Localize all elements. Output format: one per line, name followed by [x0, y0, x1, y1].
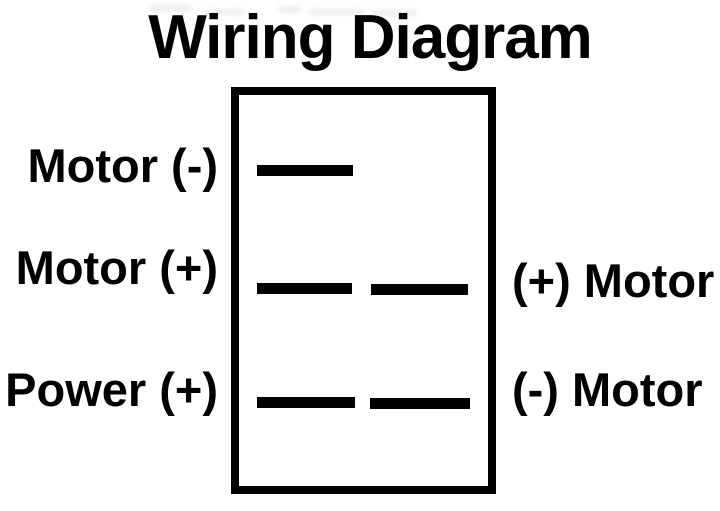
- terminal-bar-motor-positive-right: [371, 284, 468, 295]
- terminal-bar-motor-negative: [257, 165, 353, 176]
- crop-artifact: [150, 4, 192, 12]
- crop-artifact: [308, 9, 366, 15]
- crop-artifact: [372, 10, 418, 16]
- crop-artifact: [278, 6, 302, 13]
- crop-artifact: [205, 9, 245, 15]
- label-motor-negative-left: Motor (-): [27, 139, 218, 192]
- label-motor-negative-right: (-) Motor: [512, 363, 703, 416]
- label-motor-positive-left: Motor (+): [15, 241, 218, 294]
- terminal-bar-power-positive-left: [257, 397, 355, 408]
- terminal-bar-motor-positive-left: [257, 283, 352, 294]
- terminal-bar-power-positive-right: [370, 398, 470, 409]
- diagram-title: Wiring Diagram: [148, 3, 593, 72]
- label-power-positive-left: Power (+): [5, 363, 218, 416]
- label-motor-positive-right: (+) Motor: [512, 254, 715, 307]
